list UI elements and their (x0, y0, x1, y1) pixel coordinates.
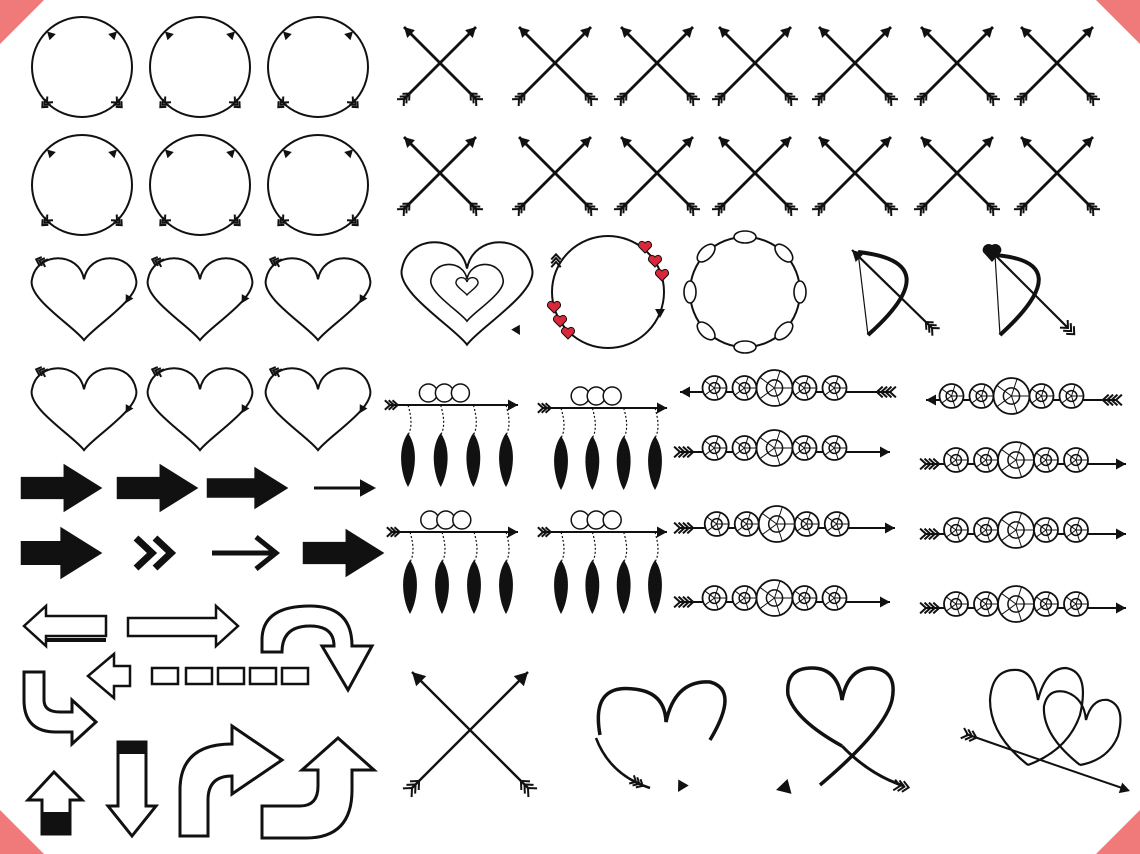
up-arrow-icon (24, 769, 86, 836)
heart-frame-icon (146, 256, 254, 342)
circle-frame-icon (149, 134, 251, 236)
feather-arrow-icon (537, 386, 667, 490)
circle-frame-icon (267, 16, 369, 118)
leaf-circle-frame-icon (683, 230, 807, 354)
floral-arrow-icon (673, 579, 890, 617)
feather-arrow-icon (537, 510, 667, 614)
bent-arrow-icon (22, 670, 99, 748)
heart-crossed-arrows-icon (776, 666, 911, 794)
crossed-arrows-icon (913, 26, 1001, 107)
crossed-arrows-icon (613, 136, 701, 217)
bold-right-arrow-icon (302, 528, 385, 578)
double-chevron-icon (133, 535, 177, 571)
outline-left-arrow-icon (22, 603, 108, 649)
bold-right-arrow-icon (116, 463, 199, 513)
heart-frame-icon (146, 366, 254, 452)
curved-u-turn-arrow-icon (260, 604, 375, 694)
heart-frame-icon (30, 256, 138, 342)
heart-frame-icon (264, 366, 372, 452)
floral-arrow-icon (919, 511, 1126, 549)
crossed-arrows-icon (402, 671, 538, 798)
down-arrow-icon (104, 740, 160, 839)
curved-up-arrow-icon (178, 723, 285, 838)
crossed-arrows-icon (913, 136, 1001, 217)
crossed-arrows-icon (711, 26, 799, 107)
floral-arrow-icon (919, 441, 1126, 479)
outline-right-arrow-icon (126, 603, 240, 649)
heart-frame-icon (264, 256, 372, 342)
heart-frame-icon (30, 366, 138, 452)
crossed-arrows-icon (811, 26, 899, 107)
bold-right-arrow-icon (20, 463, 103, 513)
corner-accent (1096, 810, 1140, 854)
floral-arrow-icon (673, 429, 890, 467)
crossed-arrows-icon (511, 26, 599, 107)
corner-accent (0, 0, 44, 44)
bold-right-arrow-icon (20, 526, 103, 580)
double-heart-frame-icon (400, 241, 534, 347)
feather-arrow-icon (386, 510, 518, 614)
floral-arrow-icon (926, 377, 1123, 415)
crossed-arrows-icon (396, 26, 484, 107)
crossed-arrows-icon (811, 136, 899, 217)
crossed-arrows-icon (396, 136, 484, 217)
corner-accent (0, 810, 44, 854)
circle-frame-icon (149, 16, 251, 118)
feather-arrow-icon (384, 383, 518, 487)
curved-up-arrow-icon (260, 735, 378, 840)
dashed-left-arrow-icon (86, 651, 310, 701)
crossed-arrows-icon (613, 26, 701, 107)
thin-right-arrow-icon (314, 479, 376, 497)
floral-arrow-icon (919, 585, 1126, 623)
floral-arrow-icon (680, 369, 897, 407)
crossed-arrows-icon (1013, 136, 1101, 217)
heart-bow-and-arrow-icon (982, 243, 1076, 337)
heart-arrow-icon (594, 680, 727, 792)
bow-and-arrow-icon (851, 249, 940, 337)
red-hearts-circle-frame-icon (546, 235, 670, 349)
floral-arrow-icon (673, 505, 895, 543)
circle-frame-icon (31, 16, 133, 118)
crossed-arrows-icon (1013, 26, 1101, 107)
thin-right-arrow-icon (212, 535, 281, 571)
circle-frame-icon (31, 134, 133, 236)
circle-frame-icon (267, 134, 369, 236)
double-heart-arrow-icon (960, 666, 1130, 794)
crossed-arrows-icon (511, 136, 599, 217)
corner-accent (1096, 0, 1140, 44)
crossed-arrows-icon (711, 136, 799, 217)
right-arrow-icon (206, 466, 289, 510)
